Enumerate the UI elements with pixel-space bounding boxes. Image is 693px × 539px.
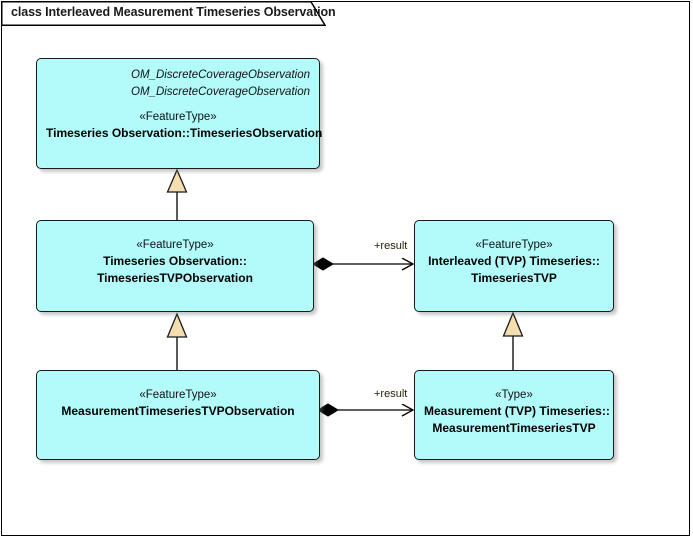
class-box-measurement-timeseries-tvp[interactable]: «Type» Measurement (TVP) Timeseries:: Me… (414, 370, 614, 460)
class-stereotype: «FeatureType» (139, 389, 217, 401)
class-box-timeseries-tvp-observation[interactable]: «FeatureType» Timeseries Observation:: T… (36, 220, 314, 312)
class-name: Timeseries Observation::TimeseriesObserv… (46, 126, 323, 140)
class-name: Measurement (TVP) Timeseries:: (424, 404, 610, 418)
composition-diamond (312, 257, 334, 271)
class-stereotype: «Type» (495, 389, 533, 401)
class-stereotype: «FeatureType» (136, 239, 214, 251)
generalization-arrowhead (502, 311, 524, 337)
role-label-result-upper: +result (374, 240, 408, 252)
role-label-result-lower: +result (374, 388, 408, 400)
diagram-title-tab: class Interleaved Measurement Timeseries… (1, 1, 336, 26)
diagram-title-text: class Interleaved Measurement Timeseries… (11, 5, 336, 19)
namespace-line: OM_DiscreteCoverageObservation (131, 86, 310, 98)
generalization-arrowhead (166, 312, 188, 338)
connector-comp-mtvpobs-result-mtvp[interactable] (317, 403, 413, 417)
composition-diamond (317, 403, 339, 417)
class-name: Interleaved (TVP) Timeseries:: (428, 254, 600, 268)
class-name: Timeseries Observation:: (103, 254, 247, 268)
spacer (424, 379, 604, 387)
class-name: TimeseriesTVPObservation (97, 271, 253, 285)
class-box-measurement-timeseries-tvp-observation[interactable]: «FeatureType» MeasurementTimeseriesTVPOb… (36, 370, 320, 460)
spacer (46, 379, 310, 387)
generalization-arrowhead (166, 168, 188, 193)
class-box-timeseries-tvp[interactable]: «FeatureType» Interleaved (TVP) Timeseri… (414, 220, 614, 312)
class-name: MeasurementTimeseriesTVP (432, 421, 596, 435)
connector-comp-tvpobs-result-tvp[interactable] (312, 257, 413, 271)
class-stereotype: «FeatureType» (139, 111, 217, 123)
namespace-line: OM_DiscreteCoverageObservation (131, 69, 310, 81)
spacer (424, 229, 604, 237)
class-name: TimeseriesTVP (471, 271, 557, 285)
connector-gen-tvpobs-to-tsobs[interactable] (166, 168, 188, 220)
class-stereotype: «FeatureType» (475, 239, 553, 251)
class-name: MeasurementTimeseriesTVPObservation (61, 404, 295, 418)
connector-gen-mtvp-to-tvp[interactable] (502, 311, 524, 370)
class-box-timeseries-observation[interactable]: OM_DiscreteCoverageObservation OM_Discre… (36, 58, 323, 169)
spacer (46, 229, 304, 237)
connector-gen-mtvpobs-to-tvpobs[interactable] (166, 312, 188, 370)
spacer (46, 101, 310, 109)
